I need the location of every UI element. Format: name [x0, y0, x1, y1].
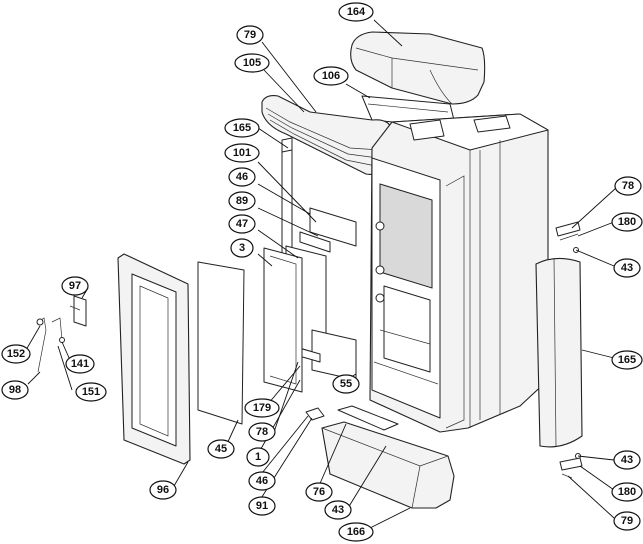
callout-46-lower: 46 [248, 471, 276, 491]
callout-label: 165 [618, 354, 636, 366]
callout-46-upper: 46 [228, 167, 256, 187]
callout-label: 46 [256, 475, 268, 487]
callout-101: 101 [224, 143, 260, 163]
callout-label: 105 [243, 57, 261, 69]
callout-98: 98 [1, 380, 29, 400]
clip-part [305, 407, 325, 421]
callout-label: 78 [622, 180, 634, 192]
callout-label: 152 [7, 348, 25, 360]
callout-label: 79 [244, 29, 256, 41]
callout-1: 1 [246, 447, 270, 467]
callout-165-upper: 165 [224, 118, 260, 138]
callout-label: 76 [313, 486, 325, 498]
callout-label: 55 [340, 378, 352, 390]
callout-label: 47 [236, 218, 248, 230]
callout-label: 141 [71, 358, 89, 370]
callout-label: 151 [82, 386, 100, 398]
side-column-part [281, 137, 293, 153]
glass-frame-part [263, 247, 303, 393]
callout-label: 45 [215, 443, 227, 455]
callout-label: 164 [347, 6, 366, 18]
door-part [117, 253, 191, 465]
callout-96: 96 [149, 480, 177, 500]
callout-141: 141 [65, 354, 95, 374]
upper-hinge-part [555, 221, 581, 253]
callout-label: 3 [239, 242, 245, 254]
callout-151: 151 [75, 382, 107, 402]
callout-label: 180 [618, 486, 636, 498]
callout-label: 79 [621, 515, 633, 527]
callout-179: 179 [244, 398, 280, 418]
callout-166: 166 [338, 522, 374, 542]
callout-label: 96 [157, 484, 169, 496]
callout-45: 45 [207, 439, 235, 459]
callout-label: 165 [233, 122, 251, 134]
callout-91: 91 [248, 496, 276, 516]
door-handle-part [36, 317, 65, 373]
callout-89: 89 [228, 191, 256, 211]
callout-label: 106 [322, 70, 340, 82]
callout-43-upper-right: 43 [613, 258, 641, 278]
callout-label: 43 [621, 454, 633, 466]
callout-105: 105 [234, 53, 270, 73]
callout-79: 79 [236, 25, 264, 45]
callout-label: 1 [255, 451, 261, 463]
leader-lines [25, 19, 617, 529]
callout-180-lower: 180 [611, 482, 643, 502]
callout-label: 46 [236, 171, 248, 183]
stove-body-part [369, 113, 549, 433]
callout-label: 98 [9, 384, 21, 396]
callout-label: 180 [618, 216, 636, 228]
callout-label: 43 [332, 504, 344, 516]
callout-76: 76 [305, 482, 333, 502]
callout-label: 179 [253, 402, 271, 414]
callout-label: 166 [347, 526, 365, 538]
callout-43-lower-right: 43 [613, 450, 641, 470]
callout-47: 47 [228, 214, 256, 234]
callout-106: 106 [313, 66, 349, 86]
lower-hinge-part [559, 453, 583, 479]
callout-79-lower: 79 [613, 511, 641, 531]
callout-43-bottom: 43 [324, 500, 352, 520]
callout-label: 101 [233, 147, 251, 159]
callout-label: 91 [256, 500, 268, 512]
callout-78-left: 78 [248, 422, 276, 442]
callout-180-upper: 180 [611, 212, 643, 232]
callout-55: 55 [332, 374, 360, 394]
glass-pane-part [197, 261, 245, 425]
hinge-part [69, 295, 87, 327]
callout-164: 164 [338, 2, 374, 22]
side-panel-part [535, 257, 583, 448]
callout-97: 97 [61, 276, 89, 296]
callout-3: 3 [230, 238, 254, 258]
callout-152: 152 [1, 344, 31, 364]
bottom-plinth-part [321, 421, 455, 509]
bottom-rail-part [337, 405, 399, 431]
callout-78-right: 78 [614, 176, 642, 196]
callout-label: 89 [236, 195, 248, 207]
top-cover-part [350, 31, 486, 105]
callout-label: 78 [256, 426, 268, 438]
callout-label: 97 [69, 280, 81, 292]
callout-label: 43 [621, 262, 633, 274]
callout-165-lower: 165 [611, 350, 643, 370]
